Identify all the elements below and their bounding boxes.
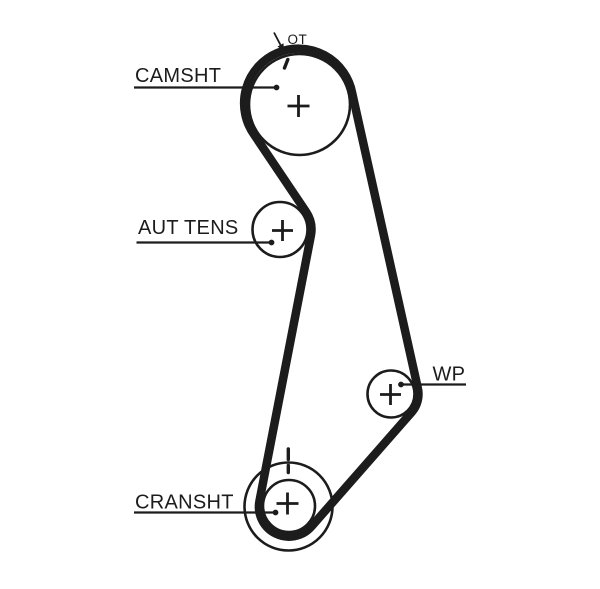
tensioner-leader	[136, 239, 275, 246]
water-pump-label: WP	[433, 364, 466, 386]
ot-arrow-shaft	[273, 32, 282, 46]
camshaft-timing-mark	[282, 57, 290, 70]
water-pump-leader	[398, 381, 466, 388]
water-pump-center-mark	[380, 384, 401, 405]
timing-belt	[239, 44, 423, 541]
crankshaft-sprocket	[261, 478, 317, 534]
camshaft-pulley	[247, 52, 352, 157]
camshaft-center-mark	[287, 95, 310, 117]
ot-label: OT	[288, 32, 308, 47]
camshaft-leader-dot	[273, 84, 280, 91]
camshaft-label: CAMSHT	[135, 65, 221, 87]
tensioner-label: AUT TENS	[138, 217, 239, 239]
tensioner-leader-dot	[268, 239, 275, 246]
tensioner-center-mark	[272, 220, 293, 241]
crankshaft-center-mark	[276, 492, 299, 515]
water-pump-leader-dot	[398, 381, 404, 388]
ot-arrow-icon	[273, 32, 284, 52]
crankshaft-label: CRANSHT	[135, 492, 234, 514]
camshaft-leader	[134, 84, 280, 91]
crankshaft-leader	[134, 509, 279, 516]
ot-arrow-head	[277, 43, 284, 52]
crankshaft-leader-dot	[272, 509, 279, 516]
